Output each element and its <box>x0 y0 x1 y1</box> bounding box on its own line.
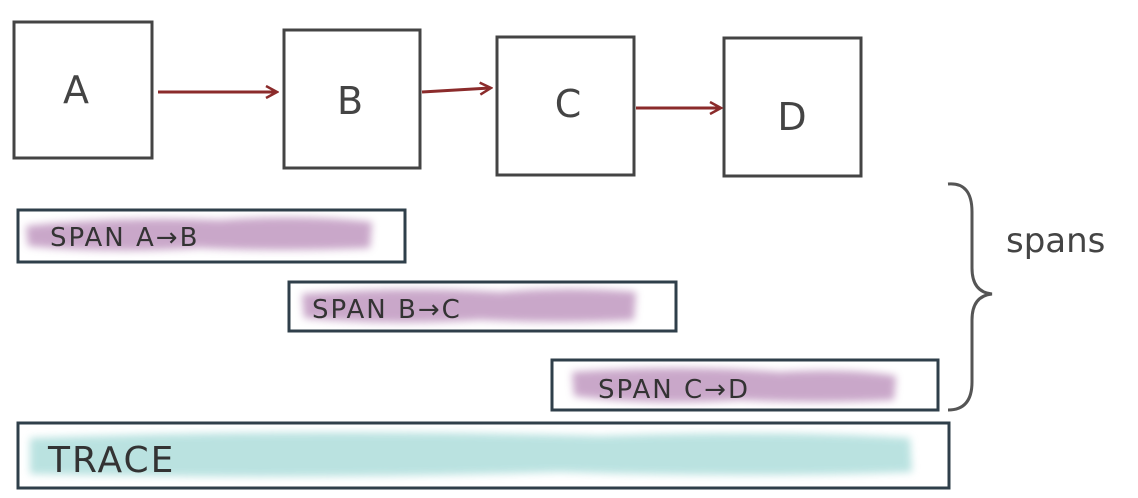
span-b-c-box <box>287 280 678 333</box>
node-d: D <box>722 36 863 178</box>
span-a-b: SPAN A→B <box>16 208 407 264</box>
span-c-d-box <box>550 358 940 412</box>
node-a: A <box>12 20 154 160</box>
brace-shape <box>947 182 993 412</box>
node-b: B <box>282 28 422 170</box>
trace-box <box>16 421 951 490</box>
node-a-box <box>12 20 154 160</box>
node-c-label: C <box>555 82 582 126</box>
span-c-d-label: SPAN C→D <box>598 375 750 405</box>
trace-highlight <box>30 432 912 477</box>
trace-label: TRACE <box>47 440 175 481</box>
span-c-d-highlight <box>572 368 896 403</box>
span-b-c-highlight <box>302 289 636 323</box>
node-b-box <box>282 28 422 170</box>
span-a-b-highlight <box>26 217 372 251</box>
node-c-box <box>495 35 636 177</box>
brace-label: spans <box>1006 221 1105 261</box>
node-b-label: B <box>337 79 363 123</box>
span-b-c: SPAN B→C <box>287 280 678 333</box>
span-b-c-label: SPAN B→C <box>312 295 462 325</box>
node-c: C <box>495 35 636 177</box>
trace: TRACE <box>16 421 951 490</box>
span-c-d: SPAN C→D <box>550 358 940 412</box>
node-d-label: D <box>777 95 806 139</box>
node-d-box <box>722 36 863 178</box>
span-a-b-box <box>16 208 407 264</box>
node-a-label: A <box>63 68 89 112</box>
span-a-b-label: SPAN A→B <box>50 223 199 253</box>
edge-b-c <box>421 88 490 92</box>
